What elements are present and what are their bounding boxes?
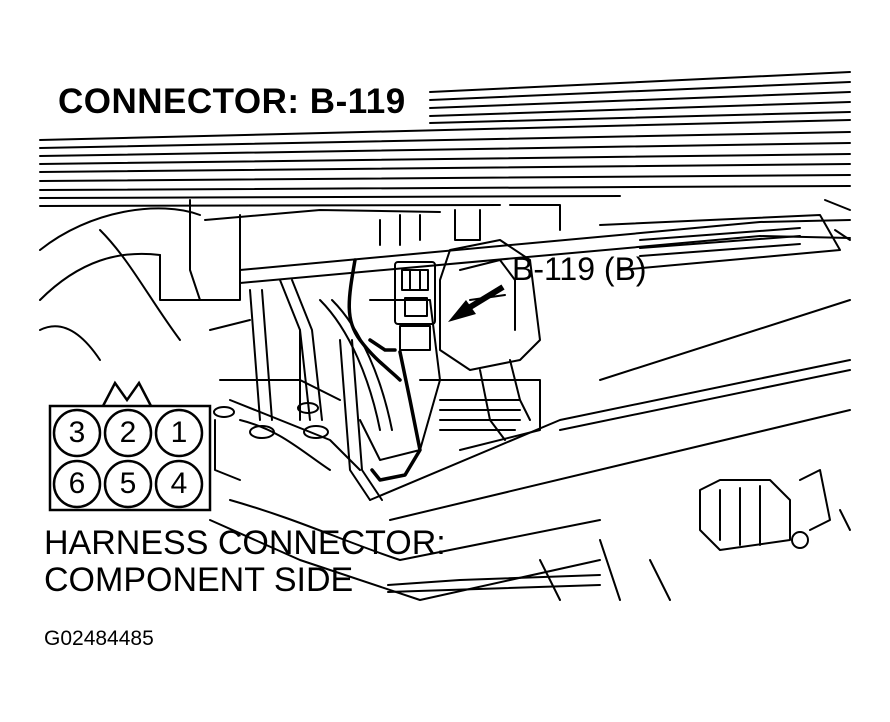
pin-3: 3 bbox=[68, 416, 86, 449]
cross-member bbox=[209, 299, 851, 601]
lower-bracket bbox=[539, 469, 851, 601]
caption-line-2: COMPONENT SIDE bbox=[44, 561, 354, 599]
connector-title: CONNECTOR: B-119 bbox=[58, 82, 406, 121]
brake-tubes bbox=[209, 279, 393, 501]
pin-6: 6 bbox=[68, 467, 86, 500]
figure-id: G02484485 bbox=[44, 627, 154, 650]
connector-callout-label: B-119 (B) bbox=[512, 251, 647, 287]
abs-unit bbox=[299, 299, 541, 461]
b119-connector bbox=[394, 261, 436, 351]
pin-1: 1 bbox=[170, 416, 188, 449]
pin-face bbox=[48, 380, 212, 512]
pin-4: 4 bbox=[170, 467, 188, 500]
large-connector bbox=[439, 239, 541, 441]
pin-5: 5 bbox=[119, 467, 137, 500]
hood-lines bbox=[39, 71, 851, 207]
engine-background bbox=[39, 199, 851, 361]
caption-line-1: HARNESS CONNECTOR: bbox=[44, 524, 446, 562]
callout-arrow bbox=[448, 284, 505, 322]
caption-leader-lines bbox=[387, 574, 601, 593]
pin-2: 2 bbox=[119, 416, 137, 449]
wire-harness bbox=[347, 258, 422, 482]
